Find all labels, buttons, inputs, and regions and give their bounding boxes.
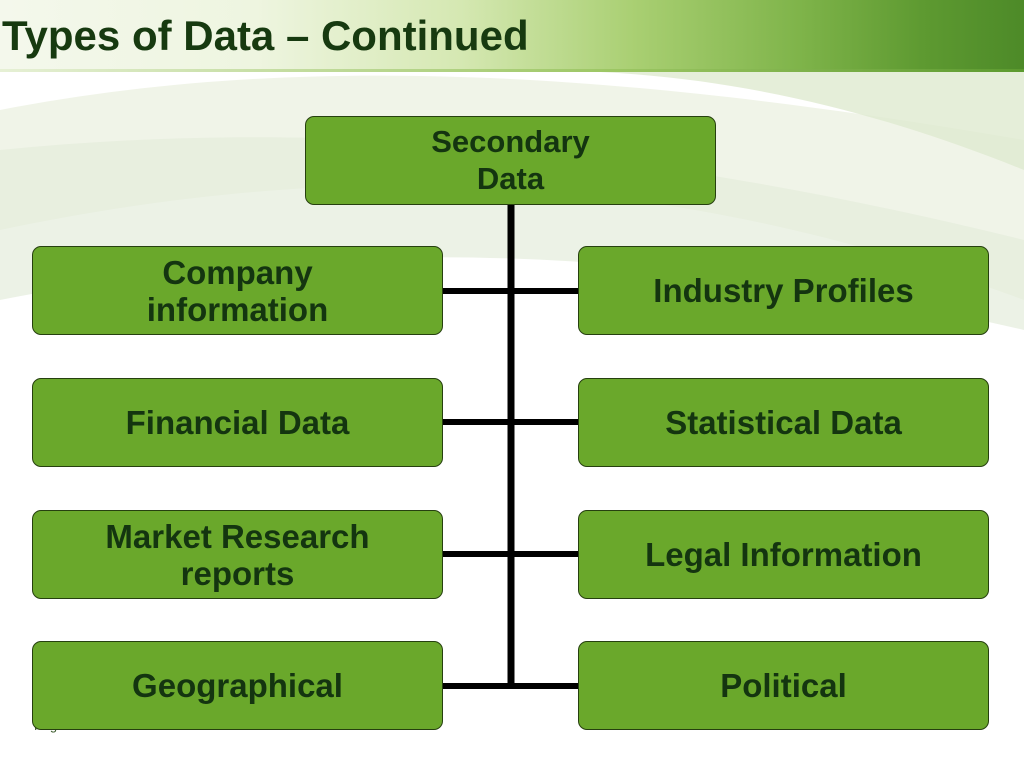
node-financial-data: Financial Data <box>32 378 443 467</box>
node-label: Statistical Data <box>665 404 902 441</box>
node-legal-information: Legal Information <box>578 510 989 599</box>
node-geographical: Geographical <box>32 641 443 730</box>
node-label: Geographical <box>132 667 343 704</box>
node-secondary-data: Secondary Data <box>305 116 716 205</box>
slide-title: Types of Data – Continued <box>2 12 529 59</box>
node-label: Financial Data <box>125 404 350 441</box>
node-label: Market Research reports <box>105 517 370 592</box>
title-bar <box>0 0 1024 72</box>
node-market-research-reports: Market Research reports <box>32 510 443 599</box>
node-label: Industry Profiles <box>653 272 914 309</box>
node-label: Political <box>720 667 847 704</box>
node-label: Legal Information <box>645 536 922 573</box>
node-statistical-data: Statistical Data <box>578 378 989 467</box>
node-label: Secondary Data <box>431 124 590 196</box>
node-political: Political <box>578 641 989 730</box>
node-company-information: Company information <box>32 246 443 335</box>
node-industry-profiles: Industry Profiles <box>578 246 989 335</box>
node-label: Company information <box>146 253 329 328</box>
